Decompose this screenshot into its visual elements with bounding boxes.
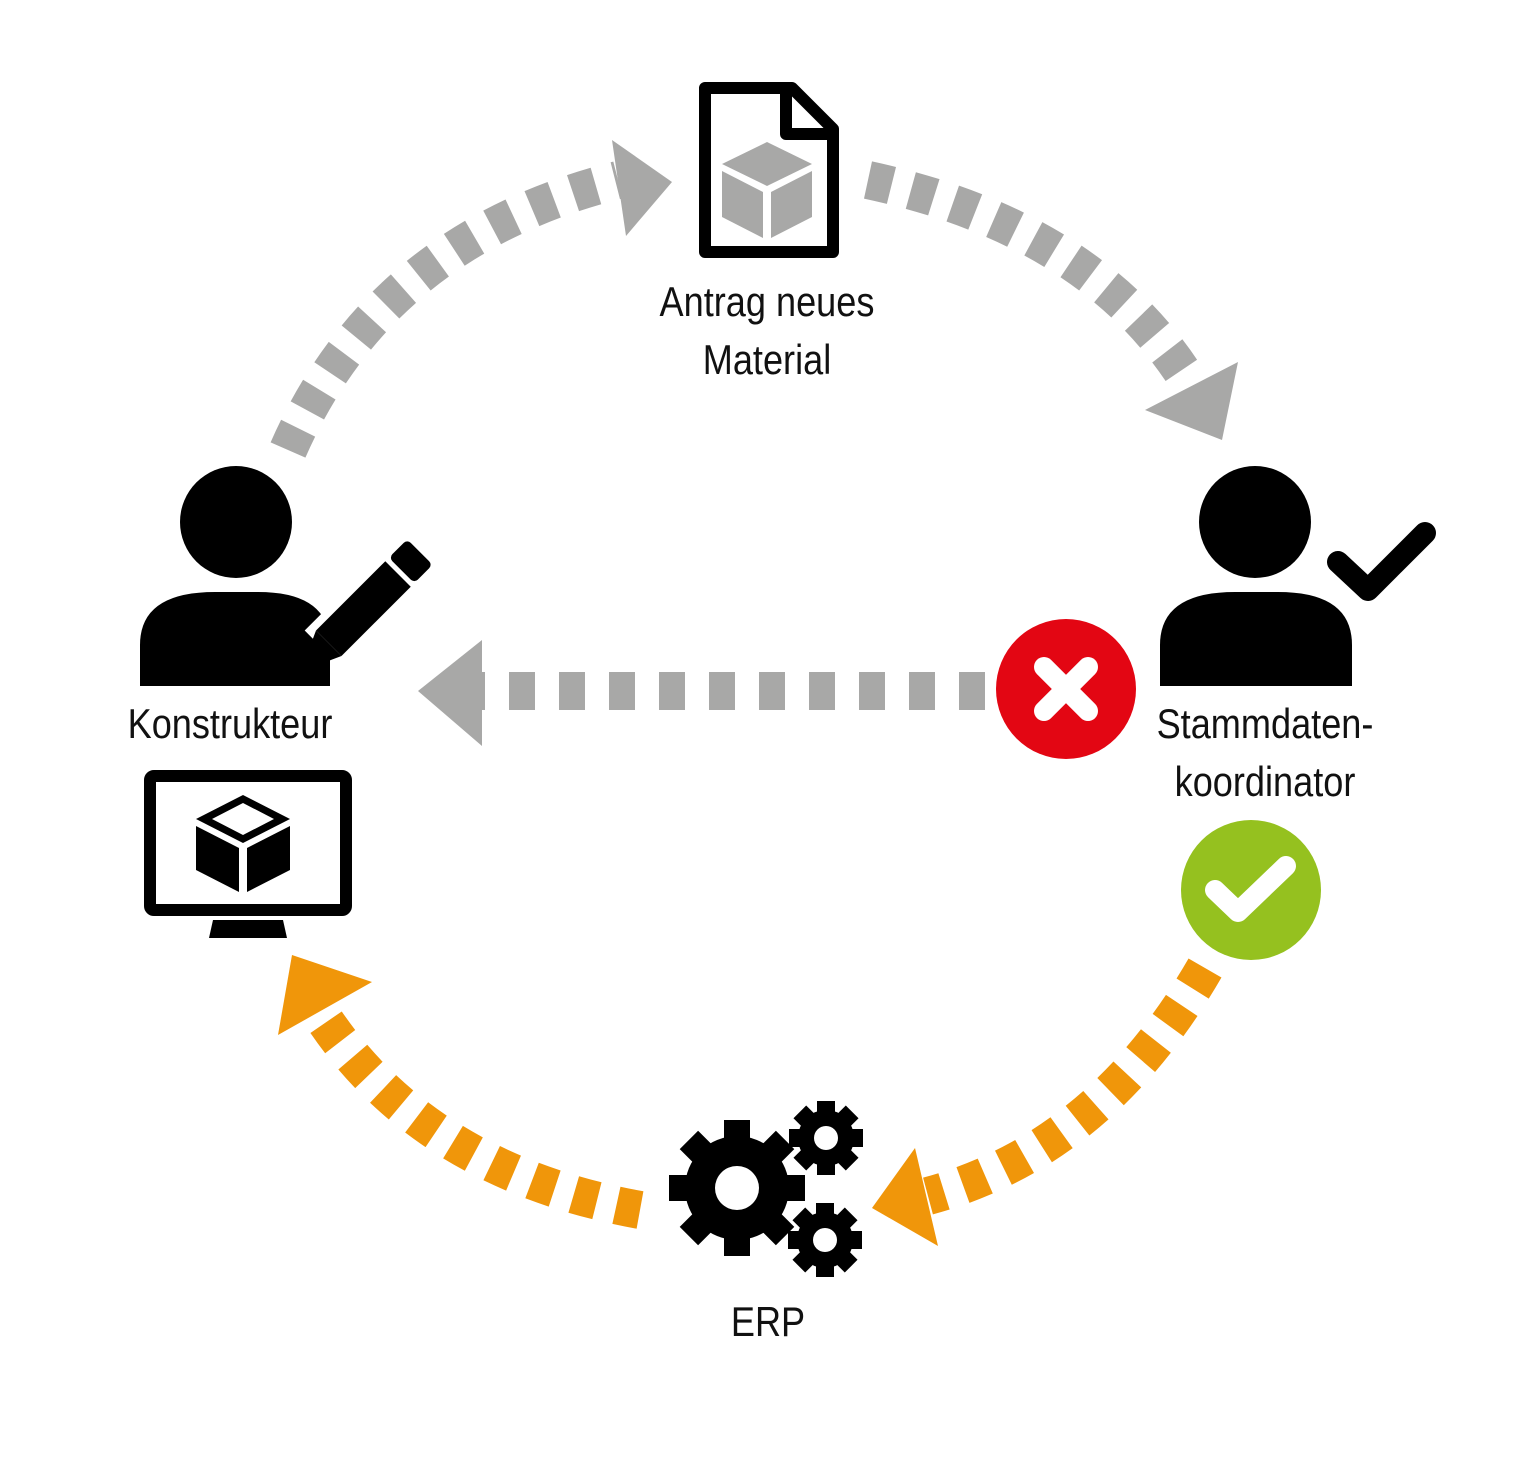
flow-arrow-reject-to-konstrukteur	[418, 640, 985, 746]
label-stammdaten-line1: Stammdaten-	[1156, 700, 1374, 747]
flow-arrow-stammdaten-to-erp	[872, 958, 1222, 1246]
monitor-with-box-icon	[144, 770, 352, 938]
person-with-check-icon	[1160, 466, 1444, 686]
person-with-pencil-icon	[140, 466, 431, 686]
document-with-box-icon	[699, 82, 839, 258]
flow-arrow-erp-to-konstrukteur	[278, 955, 644, 1229]
label-antrag-neues-material: Antrag neues Material	[638, 273, 896, 389]
flow-arrow-konstrukteur-to-antrag	[270, 140, 672, 458]
label-erp: ERP	[730, 1298, 806, 1345]
label-stammdaten-line2: koordinator	[1174, 758, 1356, 805]
label-konstrukteur: Konstrukteur	[127, 700, 333, 747]
label-stammdatenkoordinator: Stammdaten- koordinator	[1136, 695, 1394, 811]
gears-icon	[669, 1101, 863, 1277]
flow-arrow-antrag-to-stammdaten	[863, 161, 1238, 440]
check-circle-icon	[1181, 820, 1321, 960]
x-circle-icon	[996, 619, 1136, 759]
label-antrag-line1: Antrag neues	[659, 278, 875, 325]
label-antrag-line2: Material	[702, 336, 832, 383]
